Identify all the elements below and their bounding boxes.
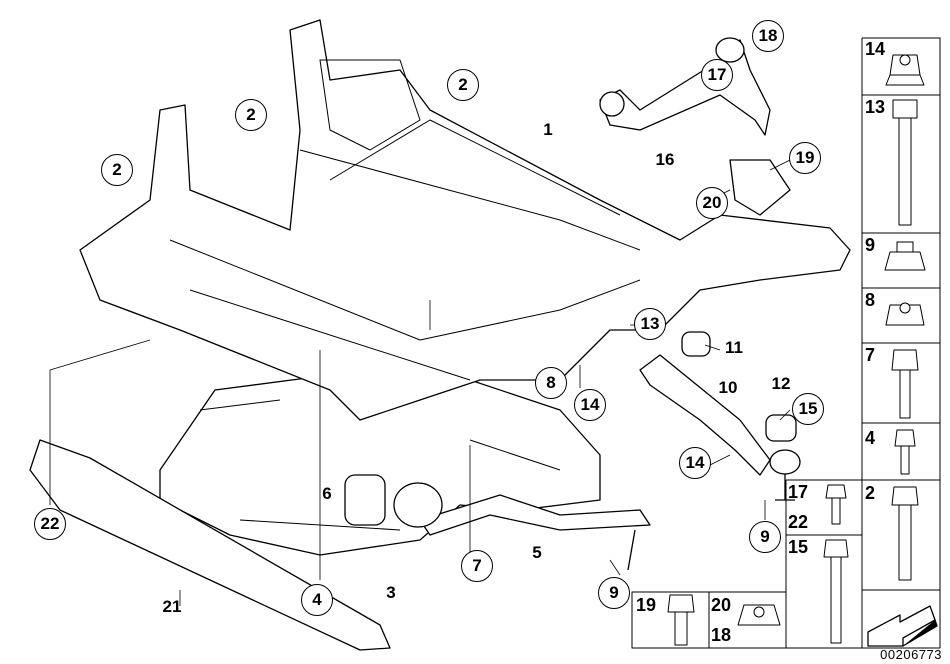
label-6: 6 xyxy=(322,484,332,503)
callout-9: 9 xyxy=(598,577,630,609)
callout-15: 15 xyxy=(792,393,824,425)
document-number: 00206773 xyxy=(880,647,942,662)
callout-22: 22 xyxy=(34,508,66,540)
label-16: 16 xyxy=(655,150,675,169)
hw-label-8: 8 xyxy=(865,290,876,310)
callout-9: 9 xyxy=(749,521,781,553)
direction-arrow-icon xyxy=(867,605,936,647)
hw-label-14: 14 xyxy=(865,39,886,59)
callout-13: 13 xyxy=(634,308,666,340)
label-3: 3 xyxy=(386,583,396,602)
hardware-panel-grid xyxy=(631,37,941,649)
upper-control-arm xyxy=(599,39,771,136)
label-5: 5 xyxy=(532,543,542,562)
callout-4: 4 xyxy=(301,584,333,616)
callout-20: 20 xyxy=(696,187,728,219)
hw-label-2: 2 xyxy=(865,483,876,503)
callout-18: 18 xyxy=(752,20,784,52)
callout-2: 2 xyxy=(447,69,479,101)
label-21: 21 xyxy=(162,597,182,616)
callout-7: 7 xyxy=(461,550,493,582)
label-11: 11 xyxy=(725,338,743,357)
wishbone xyxy=(639,354,771,476)
tension-strut xyxy=(419,494,651,536)
callout-2: 2 xyxy=(235,99,267,131)
hw-label-15: 15 xyxy=(788,537,809,557)
callout-8: 8 xyxy=(535,367,567,399)
hw-label-22: 22 xyxy=(788,512,809,532)
hw-label-18: 18 xyxy=(711,625,732,645)
label-10: 10 xyxy=(718,378,738,397)
callout-19: 19 xyxy=(789,142,821,174)
label-12: 12 xyxy=(771,374,791,393)
callout-17: 17 xyxy=(701,59,733,91)
hw-label-19: 19 xyxy=(636,595,657,615)
hw-label-17: 17 xyxy=(788,482,809,502)
label-1: 1 xyxy=(543,120,553,139)
hw-label-7: 7 xyxy=(865,345,876,365)
hw-label-20: 20 xyxy=(711,595,732,615)
callout-14: 14 xyxy=(679,447,711,479)
callout-14: 14 xyxy=(574,389,606,421)
hw-label-4: 4 xyxy=(865,428,876,448)
callout-2: 2 xyxy=(101,154,133,186)
hw-label-13: 13 xyxy=(865,97,886,117)
hw-label-9: 9 xyxy=(865,235,876,255)
strut-brace xyxy=(29,439,391,651)
